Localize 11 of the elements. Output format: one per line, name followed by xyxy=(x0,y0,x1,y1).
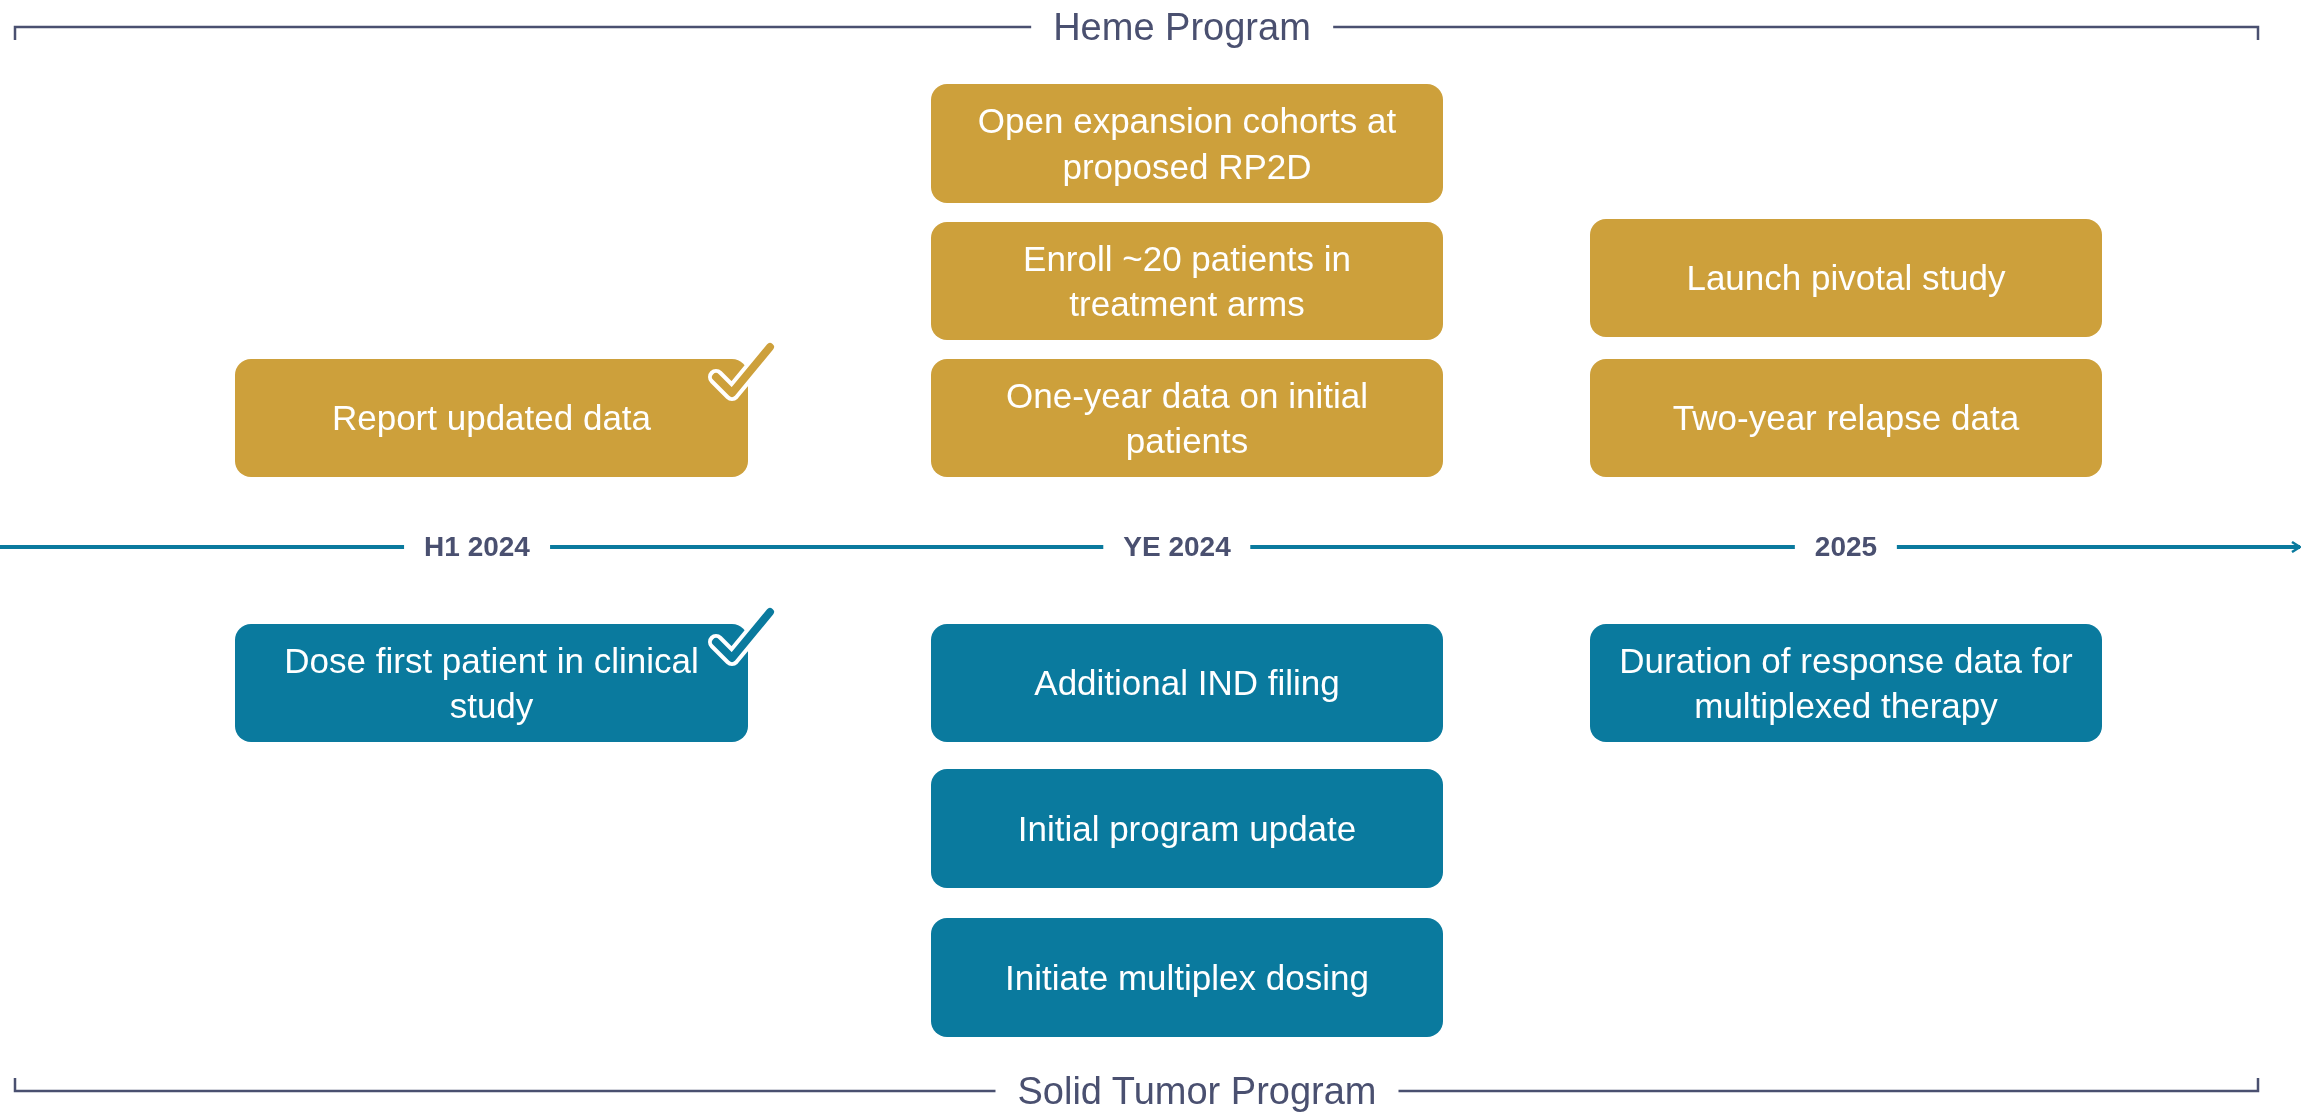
milestone-box: One-year data on initial patients xyxy=(931,359,1443,477)
milestone-box: Dose first patient in clinical study xyxy=(235,624,748,742)
milestone-box: Report updated data xyxy=(235,359,748,477)
milestone-box: Enroll ~20 patients in treatment arms xyxy=(931,222,1443,340)
milestone-box: Launch pivotal study xyxy=(1590,219,2102,337)
milestone-box: Initiate multiplex dosing xyxy=(931,918,1443,1037)
milestone-box: Duration of response data for multiplexed therapy xyxy=(1590,624,2102,742)
milestone-box: Two-year relapse data xyxy=(1590,359,2102,477)
milestone-box: Initial program update xyxy=(931,769,1443,888)
milestone-box: Additional IND filing xyxy=(931,624,1443,742)
milestone-box: Open expansion cohorts at proposed RP2D xyxy=(931,84,1443,203)
